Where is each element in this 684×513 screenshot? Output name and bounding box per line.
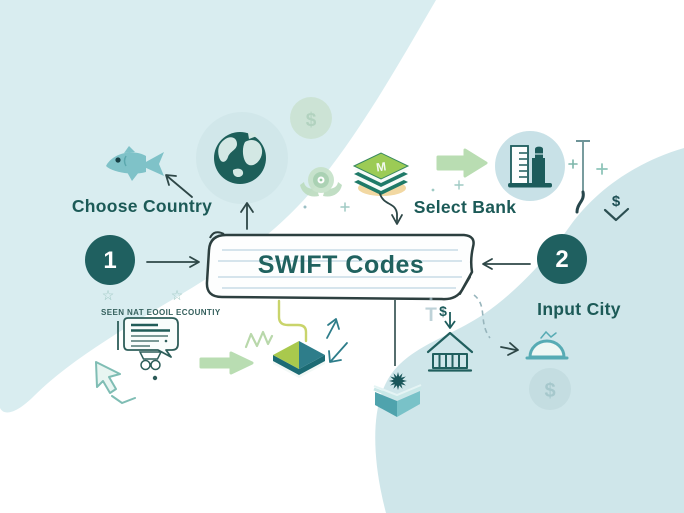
arrow-step1-to-banner bbox=[146, 256, 200, 268]
green-arrow-right-top bbox=[436, 148, 488, 178]
sketch-arrow-up bbox=[326, 318, 340, 339]
sparkle-plus-icons bbox=[303, 159, 608, 300]
yellow-elbow-connector bbox=[277, 299, 308, 343]
background-bottomright-blob bbox=[375, 148, 684, 513]
step-circle-1: 1 bbox=[85, 235, 135, 285]
input-city-label: Input City bbox=[537, 299, 621, 319]
eye-hands-icon bbox=[300, 167, 342, 197]
open-box-icon bbox=[373, 384, 422, 417]
background-topleft-blob bbox=[0, 0, 436, 413]
tiny-caption-text: SEEN NAT EOOIL ECOUNTIY bbox=[101, 308, 221, 317]
select-bank-label: Select Bank bbox=[414, 197, 517, 217]
dollar-coin-faint-top: $ bbox=[290, 97, 332, 139]
fish-icon bbox=[106, 146, 164, 181]
cursor-icon bbox=[95, 361, 136, 405]
faint-letter-t: T bbox=[425, 297, 437, 326]
banner-title: SWIFT Codes bbox=[258, 251, 425, 279]
swift-codes-banner: SWIFT Codes bbox=[205, 231, 475, 301]
arrow-to-bell bbox=[500, 342, 519, 356]
step-2-number: 2 bbox=[555, 246, 568, 273]
banner-ribbon bbox=[205, 233, 475, 301]
sketch-arrow-down bbox=[328, 342, 348, 363]
fish-eye bbox=[115, 157, 121, 163]
dollar-coin-faint-bottom: $ bbox=[529, 368, 571, 410]
document-note-icon bbox=[117, 317, 179, 358]
arrow-cards-to-banner bbox=[379, 193, 403, 225]
card-stack-icon: M bbox=[352, 152, 410, 196]
arrow-banner-to-globe bbox=[240, 202, 254, 230]
dollar-down-chevron-icon: $ bbox=[603, 193, 630, 222]
dot-sparkle bbox=[152, 375, 158, 381]
letter-t-glyph: T bbox=[425, 305, 437, 326]
coin-circle bbox=[290, 97, 332, 139]
dollar-down-arrow-icon: $ bbox=[439, 303, 456, 329]
city-building-icon bbox=[495, 131, 565, 201]
dollar-glyph: $ bbox=[612, 193, 621, 210]
arrow-to-fish bbox=[165, 174, 193, 198]
book-icon bbox=[273, 341, 325, 378]
bank-icon bbox=[426, 331, 474, 372]
bell-icon bbox=[525, 330, 569, 360]
star-sparkle-right: ☆ bbox=[171, 287, 184, 303]
banner-ruled-lines bbox=[218, 249, 462, 289]
goggles-icon bbox=[138, 351, 163, 371]
step-circle-2: 2 bbox=[537, 234, 587, 284]
card-letter: M bbox=[375, 159, 387, 174]
dashed-connector bbox=[473, 294, 491, 339]
star-sparkle-left: ☆ bbox=[102, 287, 115, 303]
pin-needle-icon bbox=[575, 140, 590, 214]
arrow-step2-to-banner bbox=[482, 258, 531, 270]
zigzag-squiggle bbox=[244, 330, 274, 349]
green-arrow-right-bottom bbox=[199, 351, 254, 375]
dollar-glyph: $ bbox=[544, 380, 555, 402]
step-1-number: 1 bbox=[103, 247, 116, 274]
dollar-glyph: $ bbox=[439, 303, 447, 319]
starburst-icon bbox=[389, 372, 407, 390]
choose-country-label: Choose Country bbox=[72, 196, 212, 216]
dollar-glyph: $ bbox=[306, 110, 317, 131]
globe-icon bbox=[214, 132, 266, 184]
